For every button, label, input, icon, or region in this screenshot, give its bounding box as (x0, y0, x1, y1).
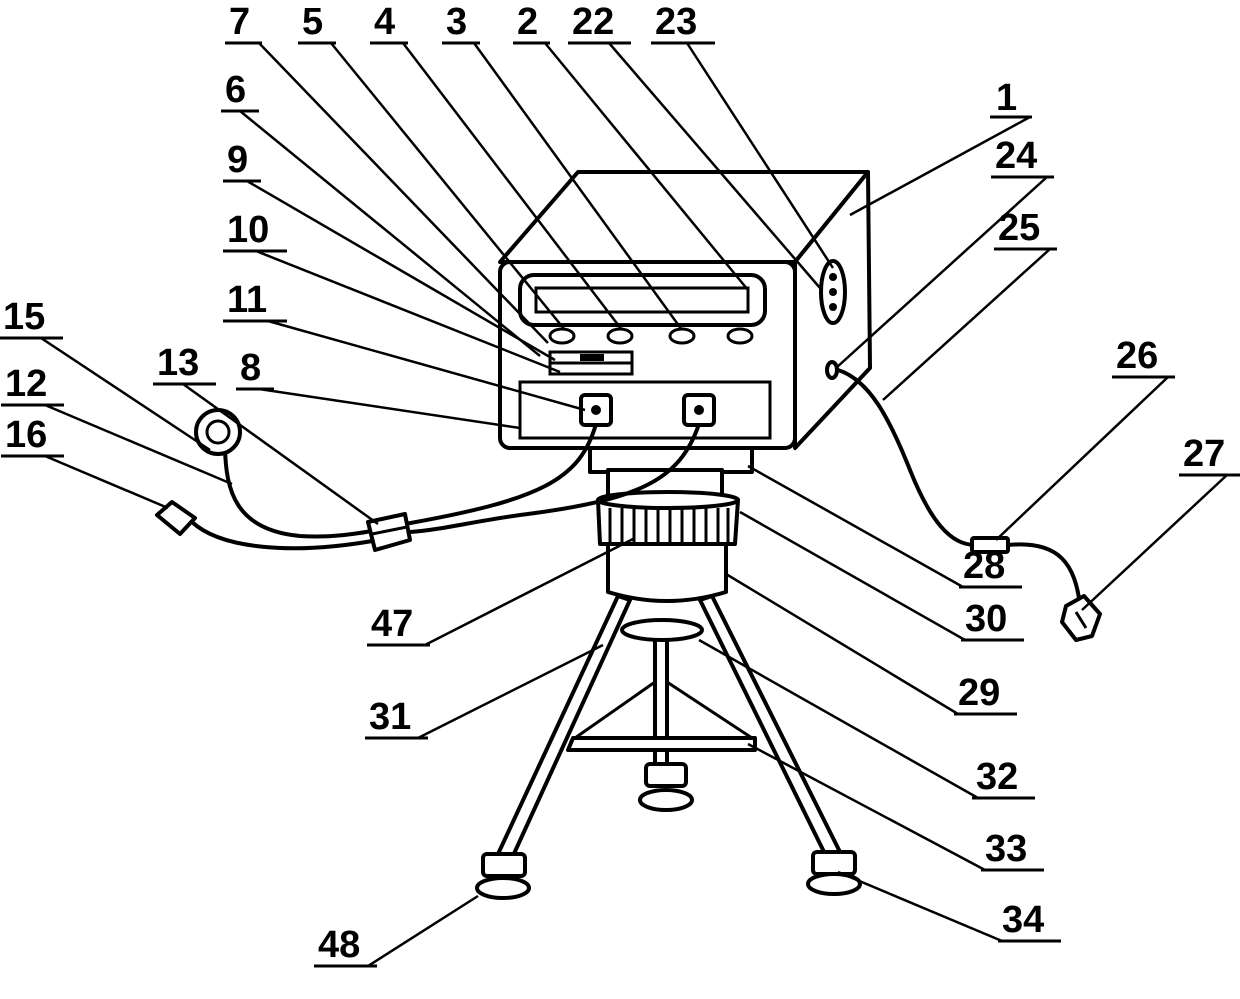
svg-text:27: 27 (1183, 433, 1225, 475)
label-30: 30 (961, 598, 1024, 640)
svg-text:48: 48 (318, 924, 360, 966)
svg-text:12: 12 (5, 363, 47, 405)
svg-text:29: 29 (958, 672, 1000, 714)
label-22: 22 (568, 1, 631, 43)
label-7: 7 (225, 1, 262, 43)
label-29: 29 (954, 672, 1017, 714)
label-4: 4 (370, 1, 408, 43)
label-5: 5 (298, 1, 336, 43)
svg-text:31: 31 (369, 696, 411, 738)
side-jack (827, 362, 837, 378)
svg-text:9: 9 (227, 139, 248, 181)
support-column (608, 544, 726, 601)
label-3: 3 (442, 1, 480, 43)
label-31: 31 (365, 696, 428, 738)
svg-text:10: 10 (227, 209, 269, 251)
foot-left (477, 854, 529, 898)
probe-disc (196, 410, 240, 454)
svg-text:2: 2 (517, 1, 538, 43)
svg-text:33: 33 (985, 828, 1027, 870)
label-6: 6 (221, 69, 259, 111)
svg-text:23: 23 (655, 1, 697, 43)
label-34: 34 (998, 899, 1061, 941)
svg-text:1: 1 (996, 77, 1017, 119)
gear-collar (598, 492, 738, 544)
svg-text:24: 24 (995, 135, 1037, 177)
label-28: 28 (959, 545, 1022, 587)
foot-right (808, 852, 860, 894)
svg-text:8: 8 (240, 347, 261, 389)
label-23: 23 (651, 1, 715, 43)
label-24: 24 (991, 135, 1054, 177)
label-15: 15 (0, 296, 63, 338)
label-1: 1 (990, 77, 1032, 119)
svg-text:34: 34 (1002, 899, 1044, 941)
svg-text:4: 4 (374, 1, 395, 43)
display-panel (520, 275, 765, 325)
foot-back (640, 764, 692, 810)
svg-text:16: 16 (5, 414, 47, 456)
label-12: 12 (1, 363, 64, 405)
svg-text:25: 25 (998, 207, 1040, 249)
label-27: 27 (1179, 433, 1240, 475)
svg-text:3: 3 (446, 1, 467, 43)
svg-text:47: 47 (371, 603, 413, 645)
label-10: 10 (223, 209, 287, 251)
label-16: 16 (1, 414, 64, 456)
svg-text:15: 15 (3, 296, 45, 338)
tripod (477, 596, 860, 898)
label-9: 9 (223, 139, 261, 181)
label-2: 2 (513, 1, 550, 43)
label-8: 8 (236, 347, 274, 389)
svg-text:6: 6 (225, 69, 246, 111)
svg-text:5: 5 (302, 1, 323, 43)
svg-text:7: 7 (229, 1, 250, 43)
label-26: 26 (1112, 335, 1175, 377)
svg-text:13: 13 (157, 342, 199, 384)
svg-text:26: 26 (1116, 335, 1158, 377)
label-25: 25 (994, 207, 1057, 249)
label-13: 13 (153, 342, 216, 384)
label-32: 32 (972, 756, 1035, 798)
svg-text:30: 30 (965, 598, 1007, 640)
label-33: 33 (981, 828, 1044, 870)
svg-text:11: 11 (227, 279, 267, 321)
label-47: 47 (367, 603, 430, 645)
label-11: 11 (223, 279, 287, 321)
side-speaker (821, 261, 845, 323)
svg-text:22: 22 (572, 1, 614, 43)
svg-text:32: 32 (976, 756, 1018, 798)
svg-text:28: 28 (963, 545, 1005, 587)
label-48: 48 (314, 924, 377, 966)
